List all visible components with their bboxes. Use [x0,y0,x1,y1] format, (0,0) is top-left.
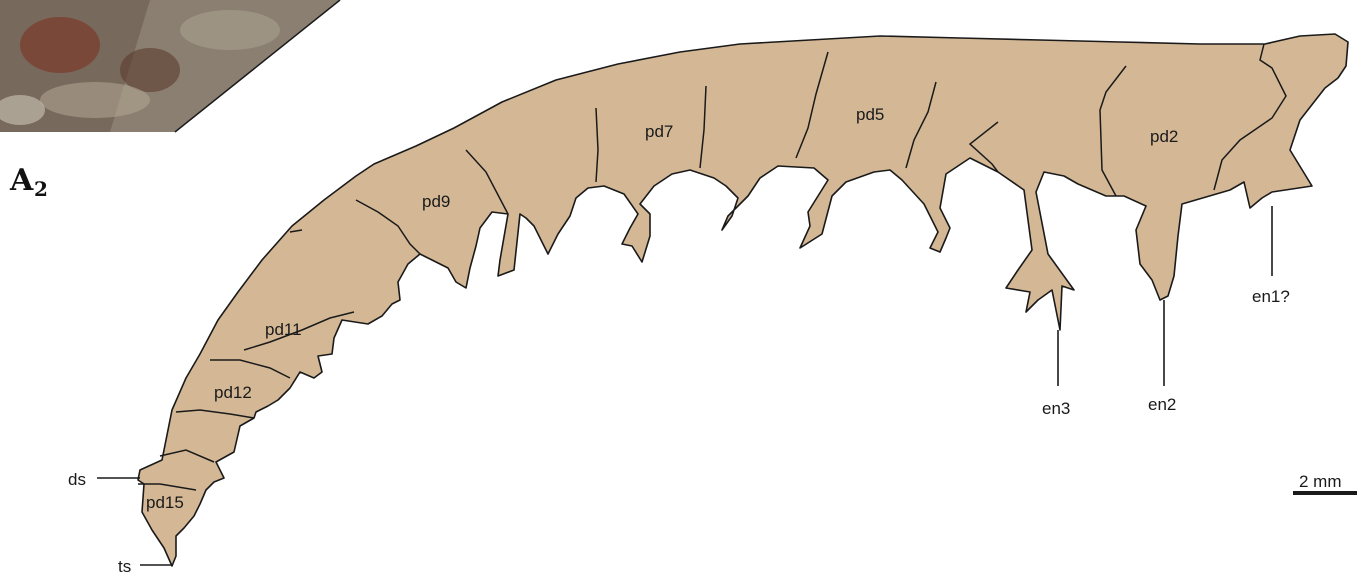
segment-label-pd9: pd9 [422,192,450,211]
panel-label-subscript: 2 [34,177,48,201]
panel-label: A [9,163,34,198]
scale-bar-line [1293,491,1357,495]
segment-label-pd11: pd11 [265,320,302,339]
photo-inset [0,0,340,132]
segment-label-pd2: pd2 [1150,127,1178,146]
body-outline [138,34,1348,566]
segment-label-pd15: pd15 [146,493,184,512]
scale-bar-label: 2 mm [1299,472,1342,491]
scale-bar: 2 mm [1293,472,1357,495]
segment-label-pd12: pd12 [214,383,252,402]
segment-label-pd7: pd7 [645,122,673,141]
callout-ds: ds [68,470,86,489]
callout-en1: en1? [1252,287,1290,306]
callout-en2: en2 [1148,395,1176,414]
callout-ts: ts [118,557,131,576]
callout-en3: en3 [1042,399,1070,418]
segment-label-pd5: pd5 [856,105,884,124]
